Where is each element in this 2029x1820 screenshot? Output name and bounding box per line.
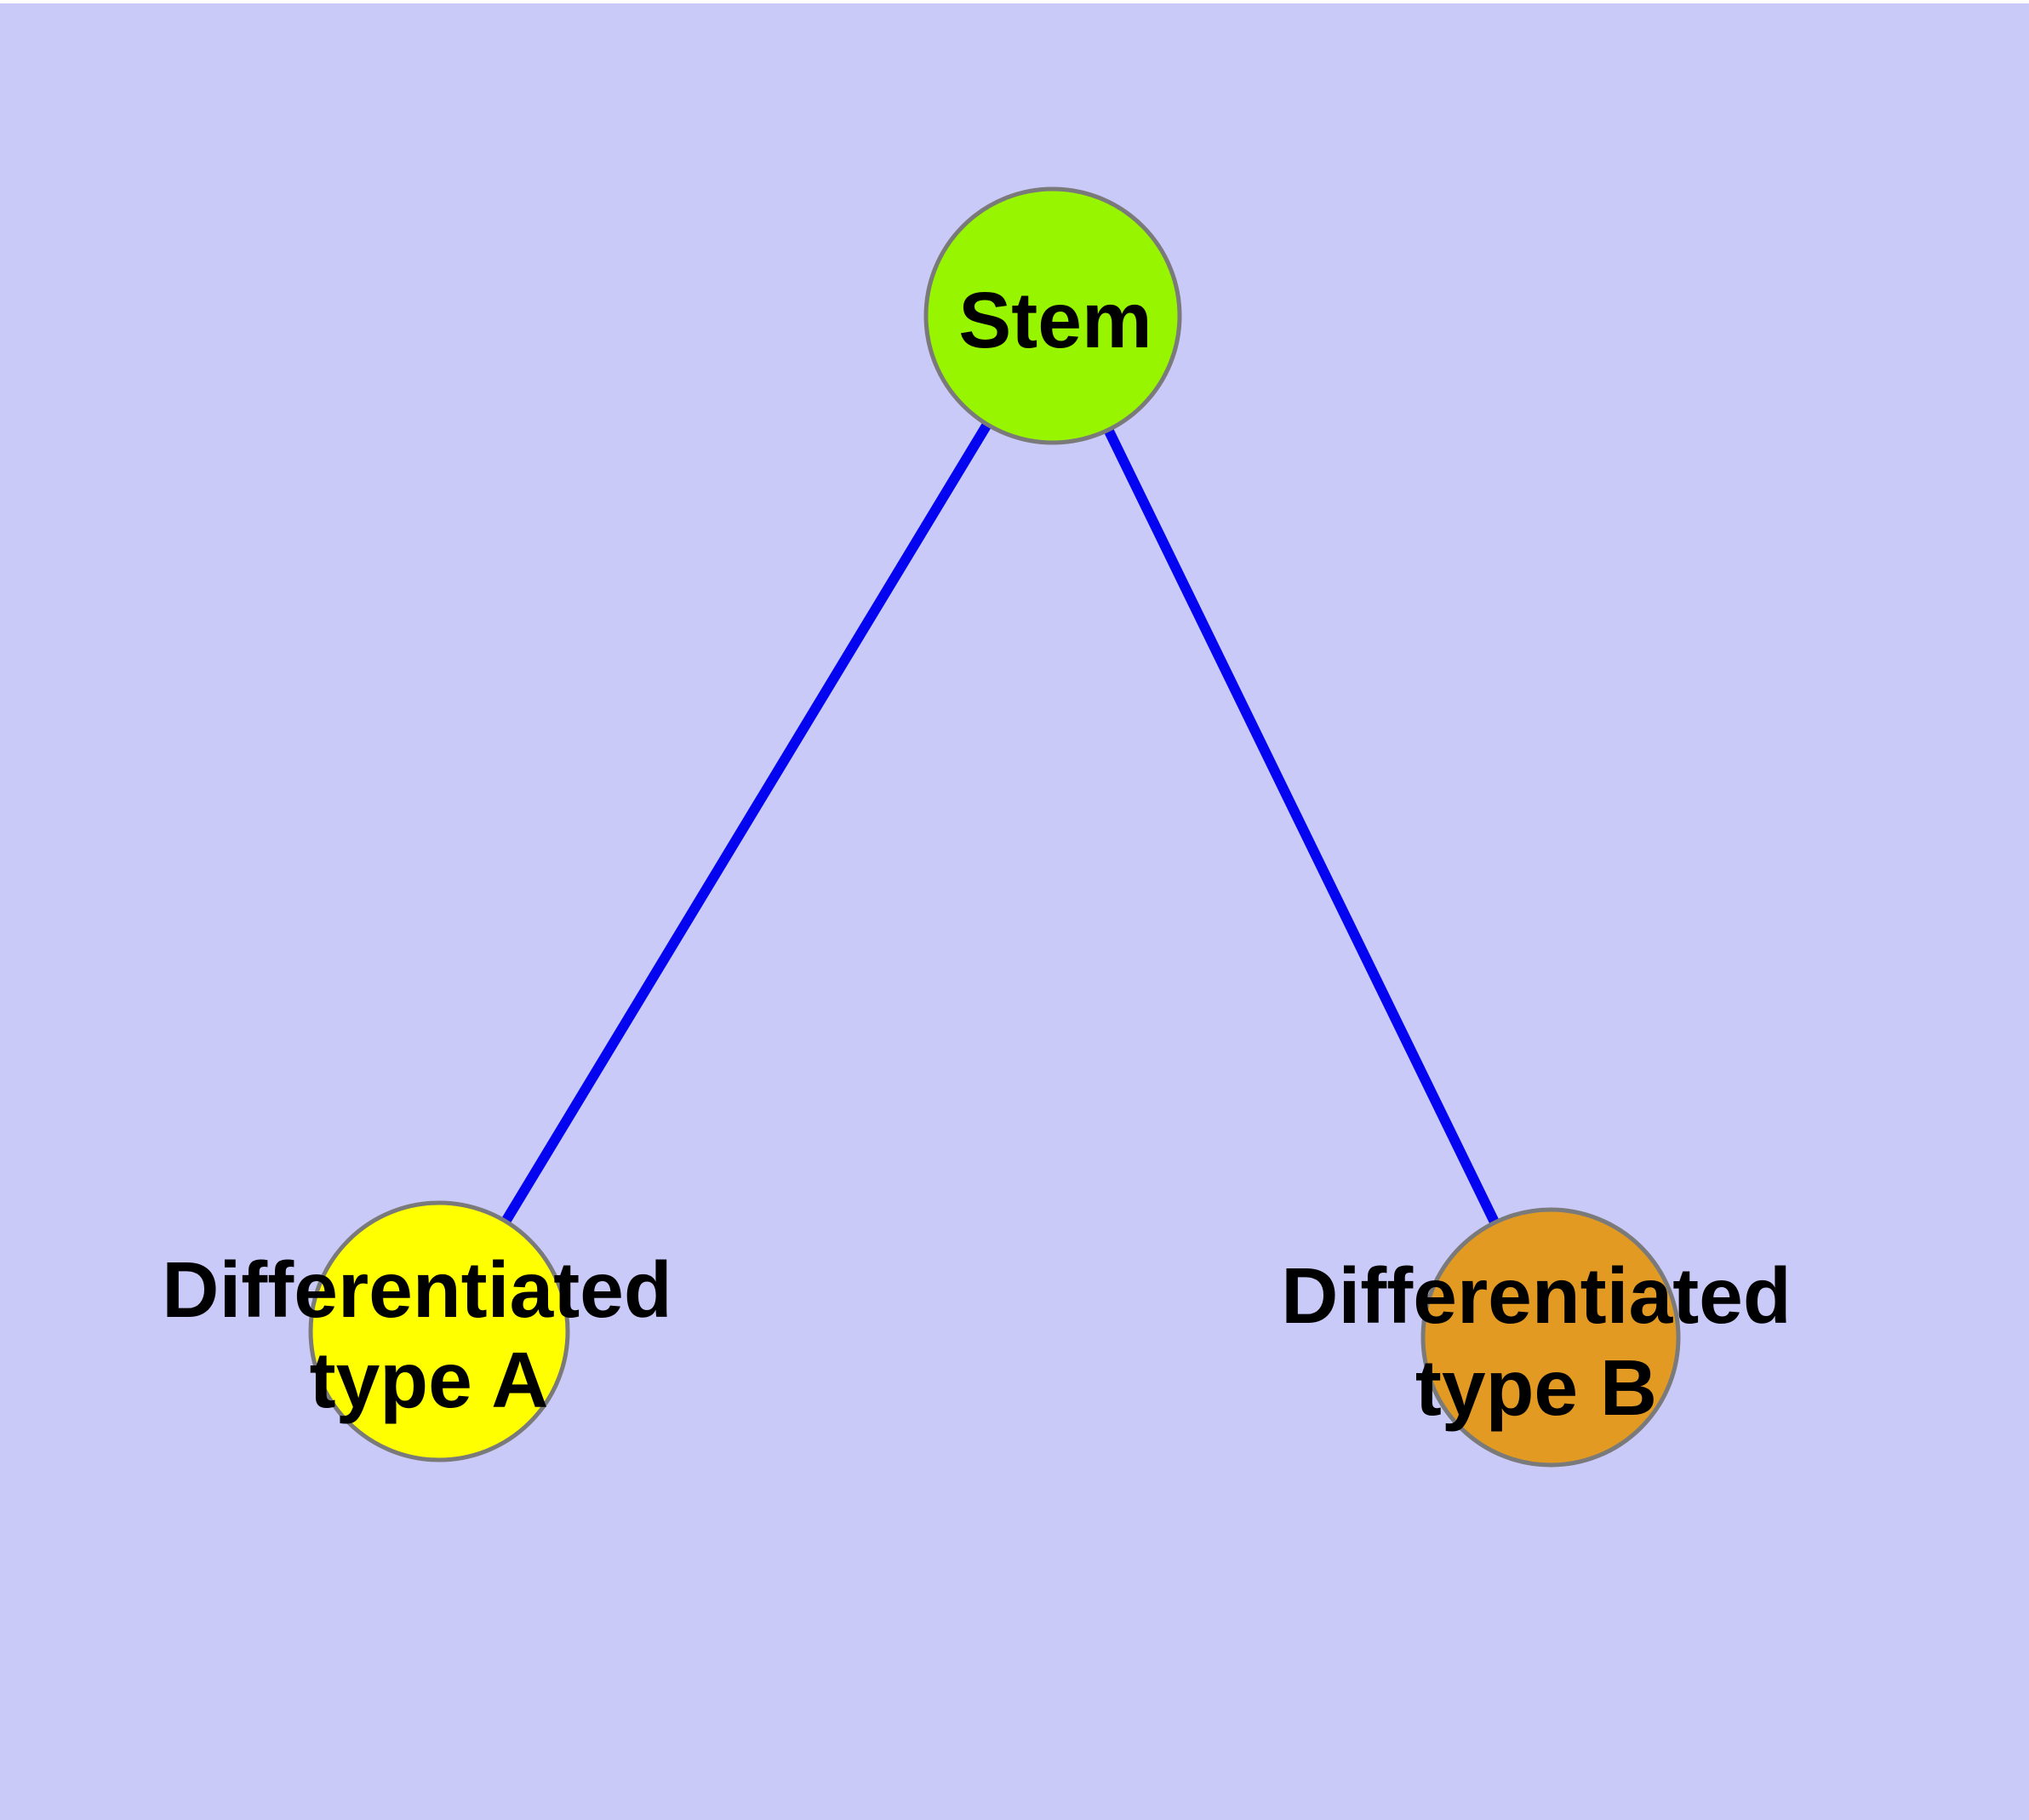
node-type-b-circle (1420, 1207, 1681, 1468)
node-stem-circle (923, 186, 1182, 445)
node-type-a-label-line1: Differentiated (162, 1245, 672, 1334)
node-type-a-label-line2: type A (310, 1336, 549, 1424)
node-type-b-label-line2: type B (1415, 1343, 1657, 1432)
node-stem-label: Stem (958, 276, 1152, 364)
edge-stem-to-type-a (434, 312, 1058, 1335)
node-differentiated-type-a: Differentiated type A (162, 1200, 672, 1462)
edge-group (434, 312, 1556, 1340)
edge-stem-to-type-b (1048, 313, 1556, 1340)
node-type-b-label-line1: Differentiated (1281, 1251, 1791, 1340)
node-differentiated-type-b: Differentiated type B (1281, 1207, 1792, 1468)
node-type-a-circle (308, 1200, 570, 1462)
node-stem: Stem (923, 186, 1182, 445)
